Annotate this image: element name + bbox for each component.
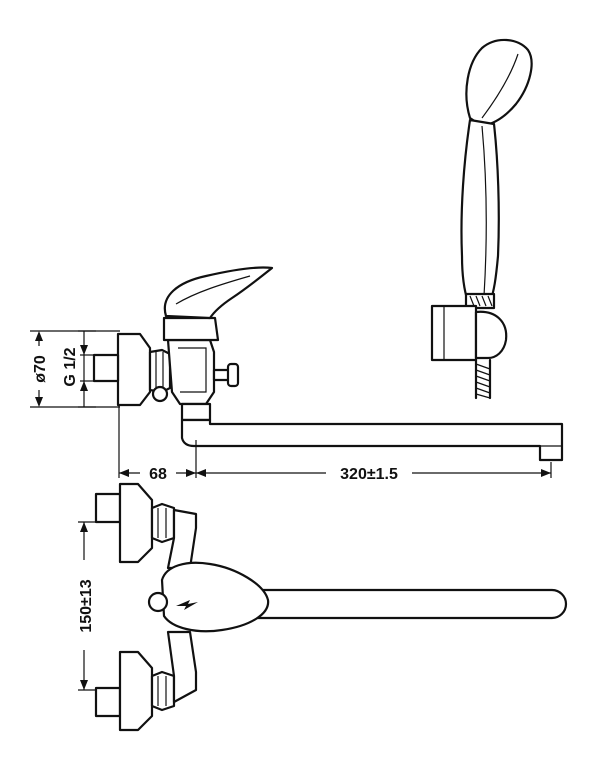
- side-lever-handle: [163, 266, 274, 320]
- dim-spout-length-label: 320±1.5: [340, 466, 398, 483]
- front-lower-nut: [150, 670, 176, 712]
- dim-thread-label: G 1/2: [62, 347, 79, 386]
- side-diverter-knob: [226, 362, 240, 388]
- front-upper-escutcheon: [118, 482, 154, 564]
- side-pipe-stub: [92, 353, 120, 383]
- front-logo-mark: [176, 600, 198, 610]
- shower-head: [465, 38, 533, 128]
- dim-thread: G 1/2: [60, 330, 96, 408]
- side-cartridge: [162, 316, 220, 342]
- side-hex-nut: [148, 348, 172, 394]
- side-spout-neck: [180, 402, 212, 422]
- front-body-lower-arm: [166, 630, 198, 704]
- shower-hose: [474, 358, 492, 400]
- dim-horizontal: 68 320±1.5: [118, 405, 552, 483]
- dim-center-distance: 150±13: [74, 521, 96, 691]
- dim-diameter-label: ø70: [32, 355, 49, 383]
- shower-holder: [430, 304, 478, 362]
- side-spout: [180, 418, 564, 462]
- dim-center-distance-label: 150±13: [78, 579, 95, 632]
- front-upper-nut: [150, 502, 176, 544]
- shower-handle: [460, 118, 500, 304]
- side-flange: [116, 332, 152, 407]
- side-view: [92, 266, 564, 462]
- front-lever-body: [160, 561, 270, 633]
- side-ball-joint: [151, 385, 169, 403]
- front-diverter-knob: [147, 591, 169, 613]
- dim-diameter: ø70: [30, 330, 120, 408]
- front-spout: [228, 588, 568, 620]
- dim-wall-offset-label: 68: [149, 466, 167, 483]
- front-view: [94, 482, 568, 732]
- front-upper-stub: [94, 492, 122, 524]
- front-lower-escutcheon: [118, 650, 154, 732]
- front-lower-stub: [94, 686, 122, 718]
- side-body: [166, 338, 216, 406]
- hand-shower: [430, 38, 533, 400]
